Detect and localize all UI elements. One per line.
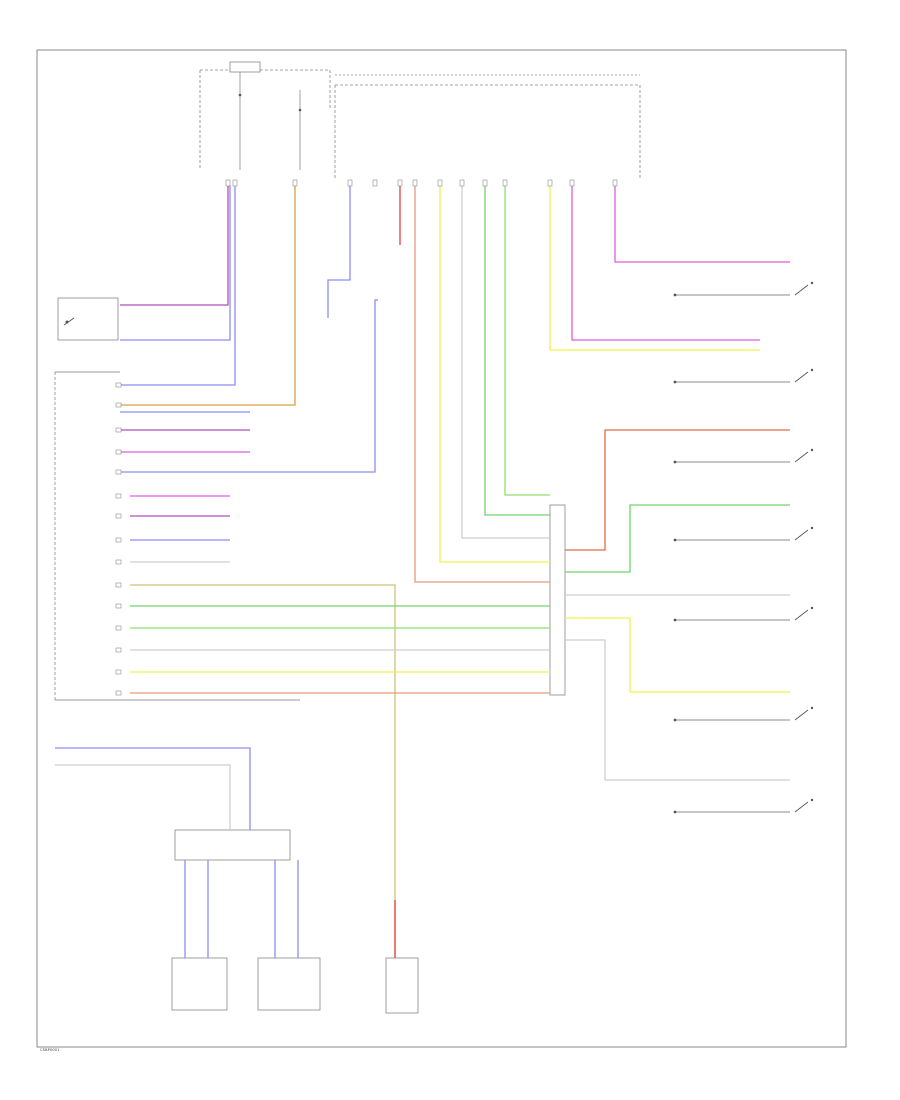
wire-wheat-main xyxy=(130,584,396,958)
wire-gray-long xyxy=(461,185,550,539)
connector-pin xyxy=(115,469,122,475)
connector-pin xyxy=(115,382,122,388)
door-switch-module xyxy=(57,297,119,341)
switch-contact xyxy=(673,606,814,622)
connector-pin xyxy=(347,179,353,187)
connector-pin xyxy=(115,449,122,455)
wire-green-sw xyxy=(565,504,790,573)
diagram-frame xyxy=(36,49,847,1048)
connector-pin xyxy=(225,179,231,187)
wire-gray-bottom xyxy=(55,764,231,830)
central-module-box xyxy=(334,74,641,180)
connector-pin xyxy=(115,690,122,696)
connector-pin xyxy=(115,603,122,609)
switch-contact xyxy=(673,368,814,384)
wire-magenta-top xyxy=(614,185,790,263)
connector-pin xyxy=(115,647,122,653)
wire-blue-mod-2 xyxy=(120,299,378,473)
connector-pin xyxy=(397,179,403,187)
connector-pin xyxy=(437,179,443,187)
connector-pin xyxy=(115,669,122,675)
switch-layer xyxy=(673,281,814,814)
connector-pin xyxy=(115,513,122,519)
connector-pin xyxy=(115,537,122,543)
connector-pin xyxy=(292,179,298,187)
power-distribution-box xyxy=(199,61,331,170)
wire-green-long-2 xyxy=(504,185,550,496)
connector-pin xyxy=(115,625,122,631)
body-control-module xyxy=(54,371,300,701)
connector-pin xyxy=(412,179,418,187)
wire-purple-door xyxy=(120,185,229,306)
wire-blue-bottom xyxy=(55,747,251,830)
connector-pin xyxy=(115,582,122,588)
connector-pin xyxy=(482,179,488,187)
wire-blue-fuse xyxy=(120,185,236,386)
switch-contact xyxy=(673,526,814,542)
connector-pins xyxy=(115,179,618,696)
switch-contact xyxy=(673,448,814,464)
switch-contact xyxy=(673,706,814,722)
connector-pin xyxy=(115,402,122,408)
switch-contact xyxy=(673,281,814,297)
wire-yellow-long xyxy=(439,185,550,563)
connector-pin xyxy=(547,179,553,187)
wire-blue-mod-1 xyxy=(327,185,351,318)
wire-green-long xyxy=(484,185,550,516)
connector-pin xyxy=(115,493,122,499)
wire-layer xyxy=(55,185,790,958)
bottom-modules xyxy=(171,829,419,1014)
wire-orange-fuse xyxy=(120,185,296,406)
connector-pin xyxy=(372,179,378,187)
connector-pin xyxy=(569,179,575,187)
wire-blue-fuse-2 xyxy=(120,185,231,341)
connector-pin xyxy=(459,179,465,187)
gateway-module xyxy=(549,504,566,696)
diagram-code: CSBP0001 xyxy=(40,1047,60,1052)
wire-orange-long xyxy=(414,185,550,583)
connector-pin xyxy=(502,179,508,187)
wire-yellow-sw xyxy=(565,617,790,693)
wire-gray-sw-2 xyxy=(565,639,790,781)
switch-contact xyxy=(673,798,814,814)
connector-pin xyxy=(115,427,122,433)
wire-yellow-right xyxy=(549,185,760,351)
connector-pin xyxy=(115,559,122,565)
wire-coral-sw xyxy=(565,429,790,551)
wire-magenta-right xyxy=(571,185,760,341)
connector-pin xyxy=(232,179,238,187)
connector-pin xyxy=(612,179,618,187)
